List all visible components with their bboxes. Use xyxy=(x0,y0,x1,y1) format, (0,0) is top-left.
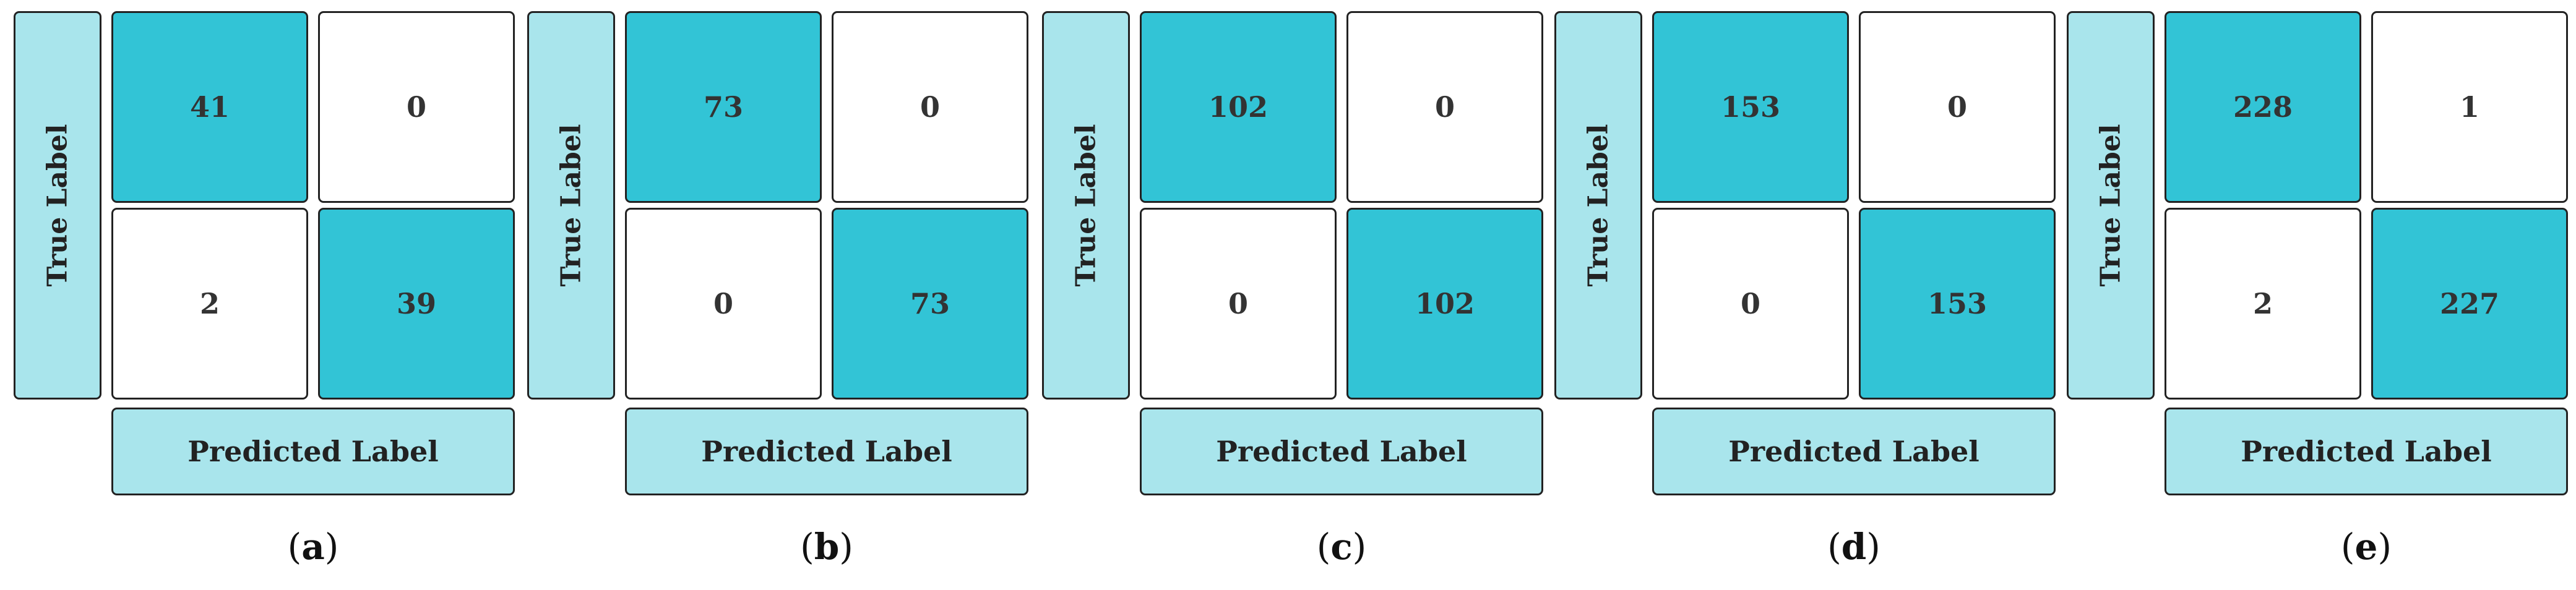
true-label-box: True Label xyxy=(1554,11,1642,400)
predicted-label-box: Predicted Label xyxy=(1652,408,2056,495)
true-label-box: True Label xyxy=(14,11,101,400)
matrix-cell-r0-c0: 41 xyxy=(111,11,308,203)
matrix-cell-r1-c0: 0 xyxy=(1140,208,1337,400)
matrix-cell-r0-c0: 73 xyxy=(625,11,822,203)
matrix-cell-r1-c1: 102 xyxy=(1346,208,1543,400)
panel-caption-letter: e xyxy=(2354,526,2378,568)
matrix-cell-r1-c0: 2 xyxy=(111,208,308,400)
panel-caption-letter: d xyxy=(1841,526,1867,568)
true-label-text: True Label xyxy=(1582,124,1614,287)
panel-caption-letter: b xyxy=(814,526,840,568)
true-label-text: True Label xyxy=(1070,124,1102,287)
matrix-cell-r0-c1: 0 xyxy=(318,11,515,203)
matrix-cell-r0-c1: 0 xyxy=(1859,11,2056,203)
matrix-cell-r0-c1: 0 xyxy=(1346,11,1543,203)
true-label-text: True Label xyxy=(555,124,587,287)
matrix-cell-r1-c0: 0 xyxy=(625,208,822,400)
true-label-text: True Label xyxy=(2095,124,2127,287)
matrix-cell-r1-c1: 39 xyxy=(318,208,515,400)
matrix-cell-r0-c0: 102 xyxy=(1140,11,1337,203)
predicted-label-box: Predicted Label xyxy=(111,408,515,495)
panel-caption: (e) xyxy=(2340,526,2392,568)
panel-caption: (a) xyxy=(287,526,339,568)
predicted-label-box: Predicted Label xyxy=(625,408,1028,495)
true-label-box: True Label xyxy=(527,11,615,400)
matrix-cell-r0-c1: 0 xyxy=(832,11,1028,203)
true-label-box: True Label xyxy=(1042,11,1130,400)
panel-caption: (c) xyxy=(1316,526,1367,568)
panel-caption-letter: a xyxy=(301,526,325,568)
true-label-box: True Label xyxy=(2067,11,2155,400)
matrix-cell-r0-c0: 153 xyxy=(1652,11,1849,203)
matrix-cell-r0-c1: 1 xyxy=(2371,11,2568,203)
panel-caption: (b) xyxy=(800,526,853,568)
predicted-label-box: Predicted Label xyxy=(1140,408,1543,495)
panel-caption: (d) xyxy=(1827,526,1880,568)
matrix-cell-r1-c1: 227 xyxy=(2371,208,2568,400)
true-label-text: True Label xyxy=(41,124,74,287)
matrix-cell-r1-c0: 2 xyxy=(2165,208,2361,400)
matrix-cell-r0-c0: 228 xyxy=(2165,11,2361,203)
matrix-cell-r1-c1: 153 xyxy=(1859,208,2056,400)
matrix-cell-r1-c1: 73 xyxy=(832,208,1028,400)
panel-caption-letter: c xyxy=(1330,526,1353,568)
matrix-cell-r1-c0: 0 xyxy=(1652,208,1849,400)
predicted-label-box: Predicted Label xyxy=(2165,408,2568,495)
